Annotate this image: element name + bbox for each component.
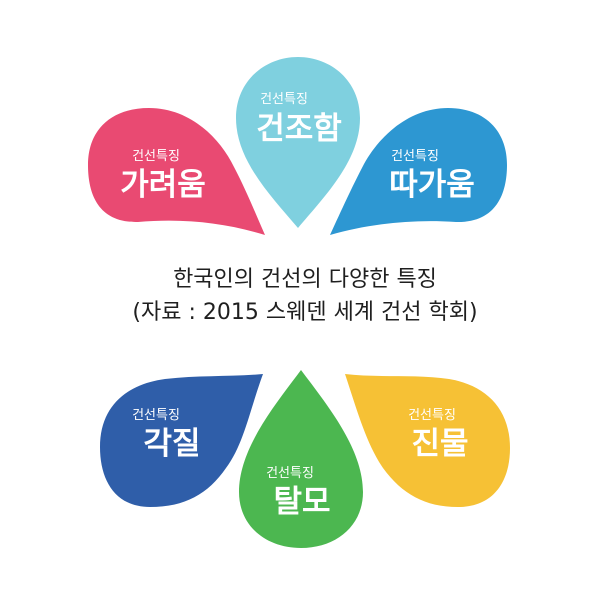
petal-stinging: 건선특징 따가움 (330, 108, 507, 235)
petal-discharge-label: 진물 (411, 426, 468, 462)
petal-dryness-label: 건조함 (256, 111, 342, 147)
diagram-title: 한국인의 건선의 다양한 특징 (173, 267, 437, 292)
petal-hair-loss-shape (239, 370, 363, 548)
petal-hair-loss: 건선특징 탈모 (239, 370, 363, 548)
petal-keratin: 건선특징 각질 (100, 374, 263, 507)
petal-stinging-subtitle: 건선특징 (391, 149, 439, 164)
petal-keratin-shape (100, 374, 263, 507)
petal-hair-loss-label: 탈모 (273, 484, 330, 520)
petal-keratin-subtitle: 건선특징 (132, 408, 180, 423)
petal-discharge-shape (345, 374, 510, 507)
petal-itchiness: 건선특징 가려움 (88, 108, 265, 235)
petal-dryness-shape (236, 57, 360, 228)
petal-itchiness-label: 가려움 (120, 167, 206, 203)
petal-discharge-subtitle: 건선특징 (408, 408, 456, 423)
petal-stinging-label: 따가움 (389, 167, 475, 203)
diagram-source: (자료 : 2015 스웨덴 세계 건선 학회) (132, 300, 478, 325)
petal-dryness-subtitle: 건선특징 (260, 92, 308, 107)
petal-hair-loss-subtitle: 건선특징 (266, 466, 314, 481)
petal-dryness: 건선특징 건조함 (236, 57, 360, 228)
petal-itchiness-shape (88, 108, 265, 235)
petal-keratin-label: 각질 (143, 426, 200, 462)
petal-itchiness-subtitle: 건선특징 (132, 149, 180, 164)
petal-stinging-shape (330, 108, 507, 235)
petal-discharge: 건선특징 진물 (345, 374, 510, 507)
